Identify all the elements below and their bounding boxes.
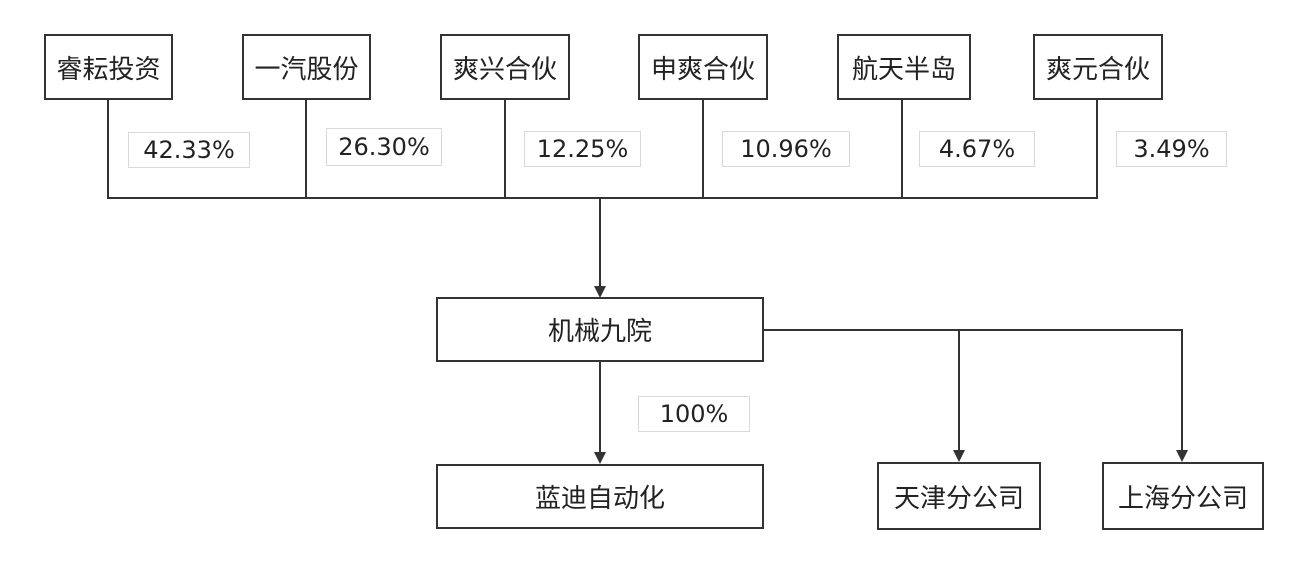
share-label-5: 4.67% [919, 131, 1035, 167]
shareholder-box-4: 申爽合伙 [638, 34, 768, 100]
shareholder-box-6: 爽元合伙 [1033, 34, 1163, 100]
company-box: 机械九院 [436, 297, 764, 362]
share-label-1: 42.33% [128, 132, 250, 168]
share-label-6: 3.49% [1116, 131, 1227, 167]
share-label-3: 12.25% [524, 131, 641, 167]
share-label-4: 10.96% [722, 131, 850, 167]
shareholder-box-5: 航天半岛 [837, 34, 971, 100]
branch-box-shanghai: 上海分公司 [1102, 462, 1264, 530]
shareholder-box-1: 睿耘投资 [44, 34, 173, 100]
subsidiary-share-label: 100% [638, 396, 750, 432]
subsidiary-box: 蓝迪自动化 [436, 464, 764, 529]
shareholder-box-3: 爽兴合伙 [440, 34, 570, 100]
branch-box-tianjin: 天津分公司 [877, 462, 1041, 530]
share-label-2: 26.30% [326, 128, 442, 166]
shareholder-box-2: 一汽股份 [242, 34, 371, 100]
